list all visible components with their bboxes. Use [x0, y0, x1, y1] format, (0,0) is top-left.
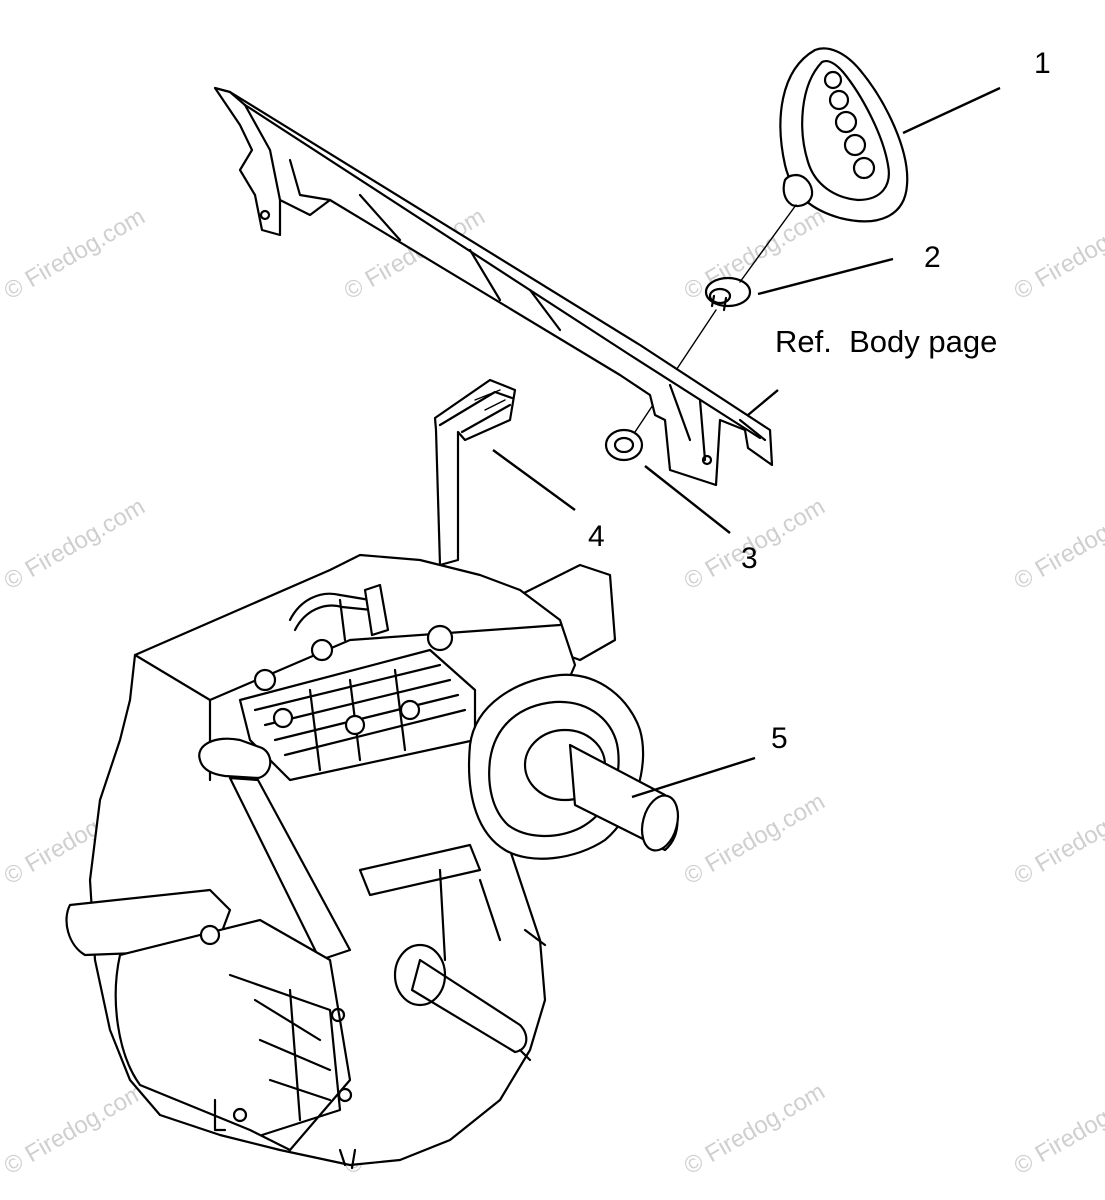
leader-4	[492, 449, 576, 511]
watermark: © Firedog.com	[680, 203, 830, 305]
callout-3: 3	[741, 542, 758, 575]
handle-grip-part	[779, 47, 909, 223]
watermark: © Firedog.com	[1010, 203, 1105, 305]
engine-part	[65, 553, 680, 1170]
leader-lines	[492, 86, 1001, 799]
watermark: © Firedog.com	[680, 1078, 830, 1180]
leader-2	[757, 257, 894, 296]
watermark: © Firedog.com	[1010, 788, 1105, 890]
washer-part	[604, 428, 644, 462]
leader-1	[902, 86, 1001, 135]
watermark: © Firedog.com	[1010, 1078, 1105, 1180]
leader-3	[644, 465, 731, 534]
shift-lever-part	[433, 378, 517, 567]
bushing-part	[704, 276, 752, 312]
watermark: © Firedog.com	[0, 1078, 150, 1180]
callout-2: 2	[924, 241, 941, 274]
reference-note: Ref. Body page	[775, 324, 997, 359]
watermark: © Firedog.com	[1010, 493, 1105, 595]
watermark: © Firedog.com	[680, 788, 830, 890]
leader-5	[631, 756, 756, 799]
callout-labels: 1 2 3 4 5 Ref. Body page	[588, 47, 1051, 755]
leader-ref	[747, 389, 779, 416]
callout-4: 4	[588, 520, 605, 553]
watermark: © Firedog.com	[0, 203, 150, 305]
callout-1: 1	[1034, 47, 1051, 80]
watermark: © Firedog.com	[0, 493, 150, 595]
callout-5: 5	[771, 722, 788, 755]
handle-bracket-part	[213, 86, 774, 487]
